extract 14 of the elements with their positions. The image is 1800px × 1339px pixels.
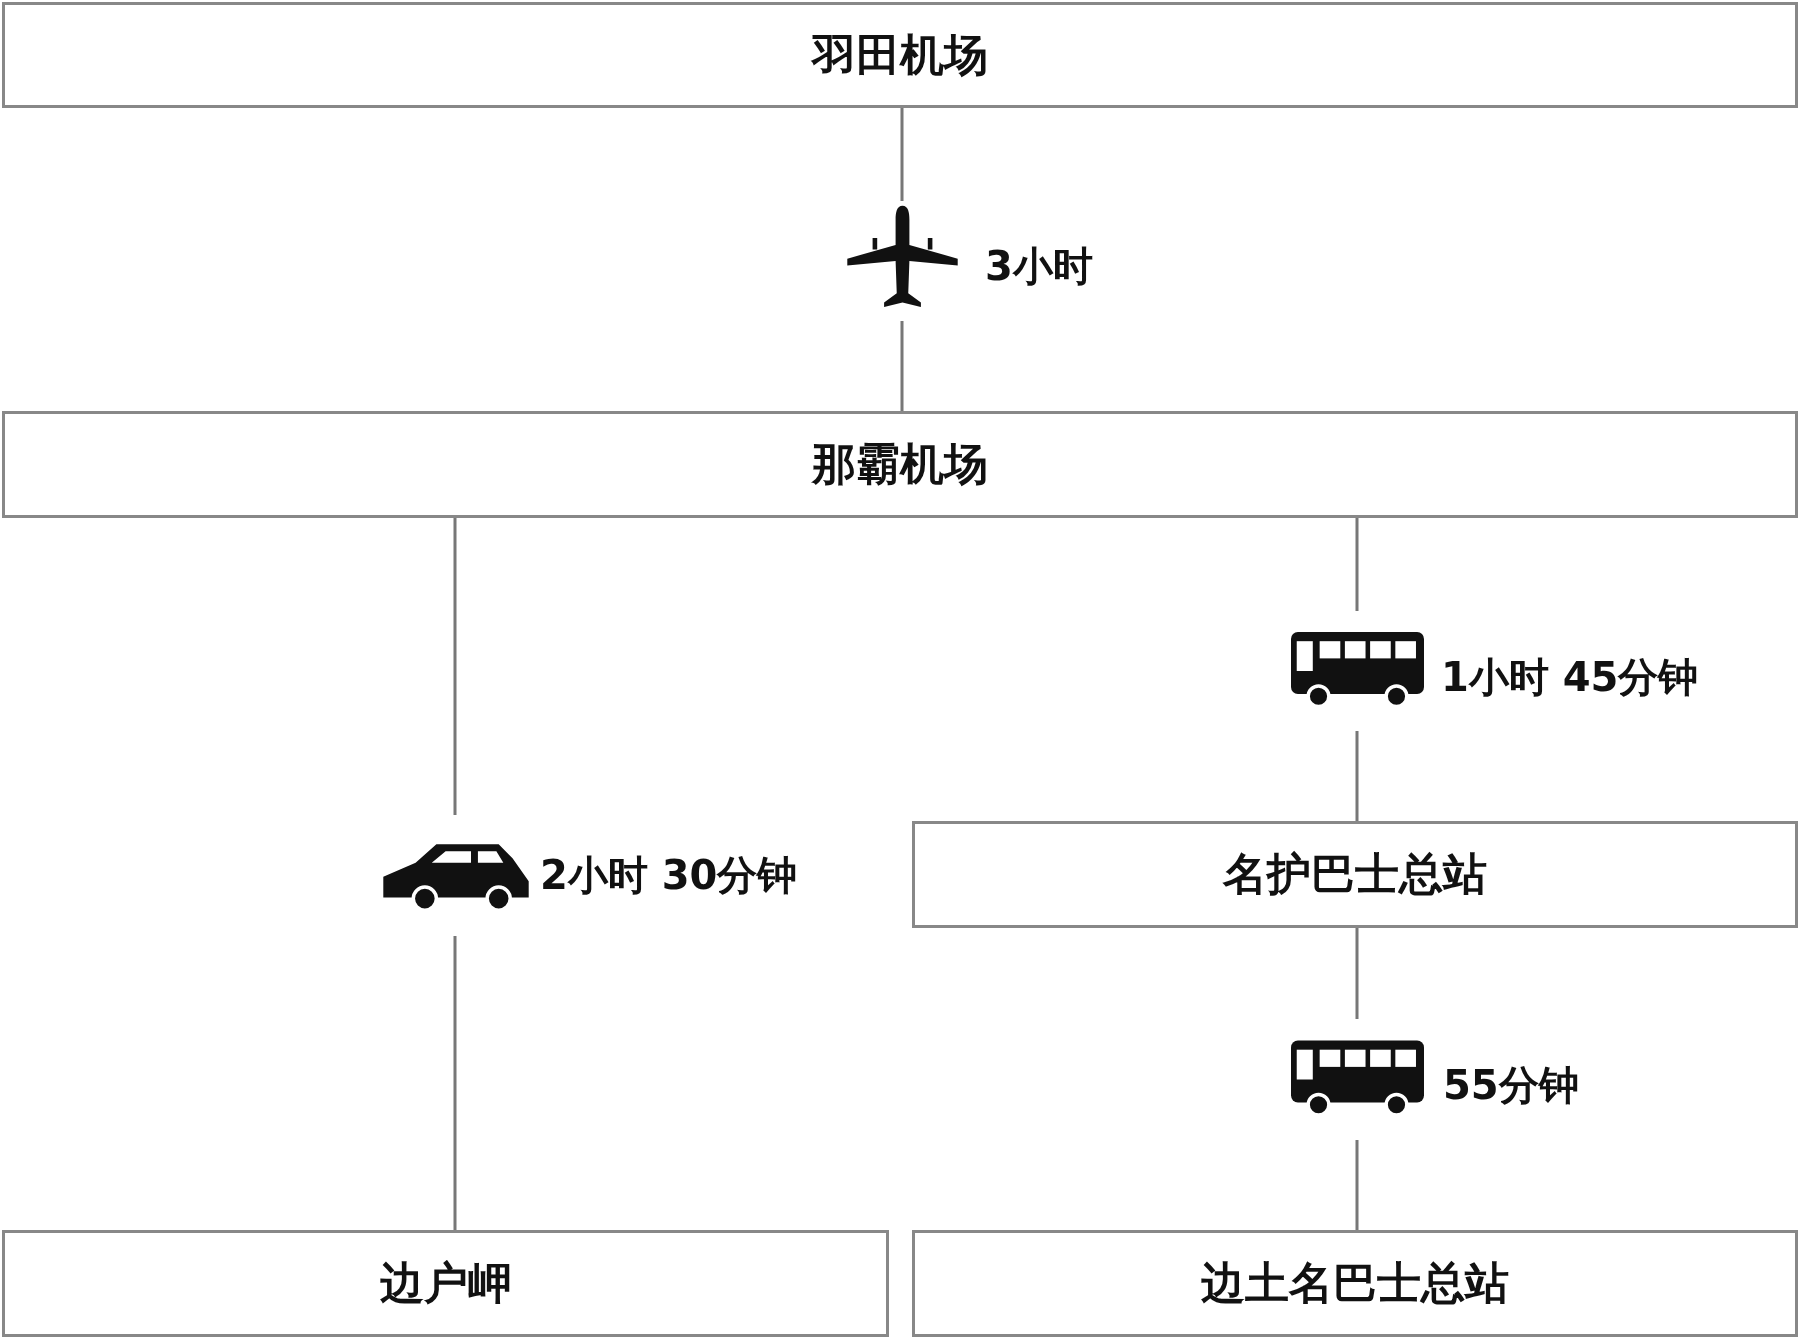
travel-time: 55分钟 xyxy=(1443,1060,1579,1110)
travel-time: 1小时 45分钟 xyxy=(1441,652,1699,702)
place-name: 羽田机场 xyxy=(812,27,988,82)
travel-time: 3小时 xyxy=(985,241,1093,291)
place-box xyxy=(912,821,1798,928)
place-box xyxy=(2,1230,889,1337)
place-box xyxy=(912,1230,1798,1337)
place-box xyxy=(2,2,1798,108)
place-name: 边户岬 xyxy=(379,1256,512,1310)
place-name: 那霸机场 xyxy=(812,437,988,491)
travel-time: 2小时 30分钟 xyxy=(540,850,798,900)
place-name: 边土名巴士总站 xyxy=(1201,1256,1509,1310)
place-box xyxy=(2,411,1798,518)
place-name: 名护巴士总站 xyxy=(1223,847,1487,901)
